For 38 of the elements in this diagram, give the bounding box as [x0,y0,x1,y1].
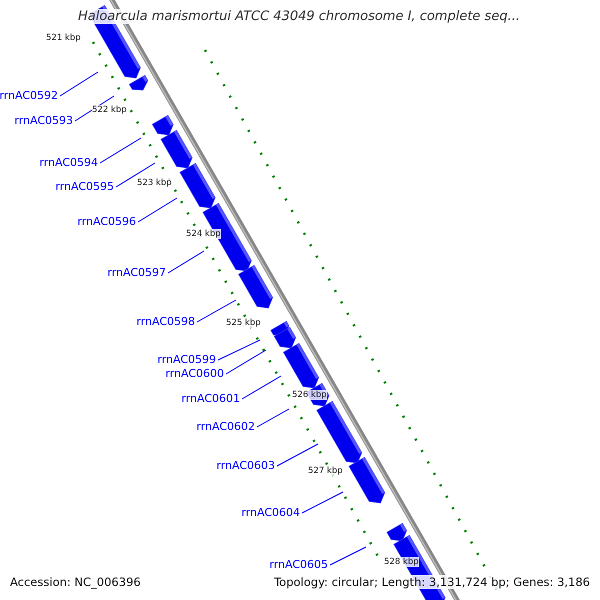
gene-label: rrnAC0594 [39,156,98,169]
leader-line [302,492,344,514]
gene-label: rrnAC0602 [196,420,255,433]
leader-line [168,250,204,274]
leader-line [100,138,142,164]
gene-label: rrnAC0595 [55,180,114,193]
accession-text: Accession: NC_006396 [10,575,141,589]
leader-line [218,340,260,360]
leader-line [226,350,266,374]
gene-label: rrnAC0597 [107,266,166,279]
leader-line [116,162,156,188]
gene-label: rrnAC0596 [77,215,136,228]
leader-line [256,408,290,428]
gene-label: rrnAC0601 [181,392,240,405]
map-title: Haloarcula marismortui ATCC 43049 chromosome I, complete seq... [78,9,520,24]
scale-label: 526 kbp [292,390,327,400]
gene-label: rrnAC0598 [136,315,195,328]
leader-line [196,300,236,322]
leader-line [330,546,366,566]
leader-line [60,72,98,96]
gene-label: rrnAC0605 [269,558,328,571]
scale-label: 522 kbp [92,105,127,115]
gene-label: rrnAC0592 [0,89,58,102]
scale-label: 528 kbp [384,557,419,567]
scale-label: 523 kbp [137,178,172,188]
gene-label: rrnAC0593 [14,114,73,127]
gene-label: rrnAC0599 [157,353,216,366]
genome-info-text: Topology: circular; Length: 3,131,724 bp; Genes: 3,186 [274,575,590,589]
gene-label: rrnAC0600 [165,367,224,380]
leader-line [242,376,282,400]
leader-line [276,444,318,466]
gene-label: rrnAC0604 [241,506,300,519]
leader-line [138,198,178,222]
gene-label: rrnAC0603 [216,459,275,472]
scale-label: 525 kbp [226,318,261,328]
scale-label: 527 kbp [308,466,343,476]
scale-label: 521 kbp [46,33,81,43]
scale-label: 524 kbp [186,229,221,239]
